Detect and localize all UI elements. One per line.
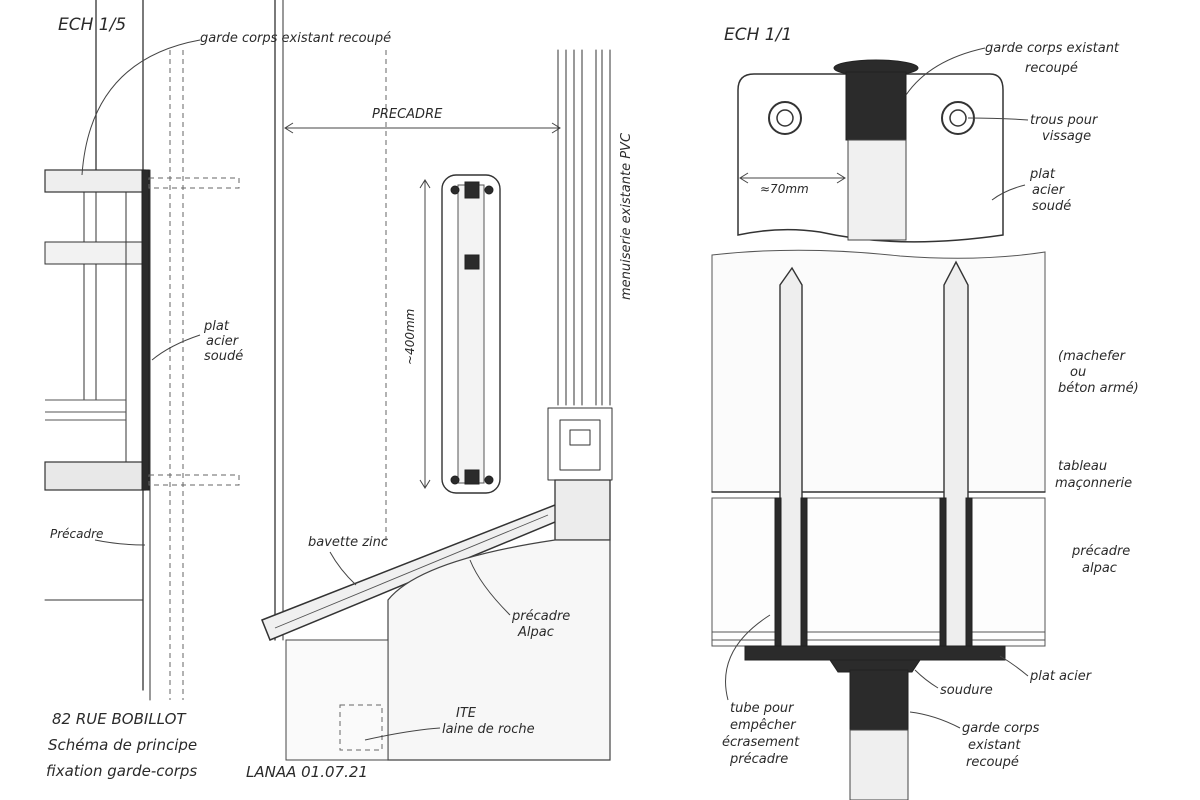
svg-text:écrasement: écrasement xyxy=(722,735,800,750)
precadre-alpac-label-left: précadre Alpac xyxy=(469,559,570,640)
svg-text:fixation garde-corps: fixation garde-corps xyxy=(46,762,197,780)
svg-text:soudé: soudé xyxy=(204,349,243,364)
svg-text:plat: plat xyxy=(203,319,230,334)
svg-text:tableau: tableau xyxy=(1058,459,1107,474)
sill-section xyxy=(261,479,611,761)
svg-text:alpac: alpac xyxy=(1082,561,1117,576)
svg-text:acier: acier xyxy=(206,334,240,349)
svg-text:plat: plat xyxy=(1029,167,1056,182)
plat-acier-label-right: plat acier xyxy=(999,655,1093,684)
scale-label-left: ECH 1/5 xyxy=(58,15,126,35)
plat-acier-soude-label: plat acier soudé xyxy=(991,167,1071,214)
window-frame-section xyxy=(44,169,240,491)
svg-text:Schéma de principe: Schéma de principe xyxy=(48,736,197,754)
dimension-400-label: ~400mm xyxy=(403,309,417,365)
ite-label: ITE laine de roche xyxy=(364,706,535,741)
scale-label-right: ECH 1/1 xyxy=(724,25,792,45)
tableau-label: tableau maçonnerie xyxy=(1055,459,1132,491)
svg-text:existant: existant xyxy=(968,738,1021,753)
svg-text:garde corps: garde corps xyxy=(962,721,1040,736)
dim-70mm-label: ≈70mm xyxy=(760,182,809,196)
svg-text:recoupé: recoupé xyxy=(1025,61,1078,76)
svg-text:soudé: soudé xyxy=(1032,199,1071,214)
svg-text:garde corps existant: garde corps existant xyxy=(985,41,1120,56)
precadre-left-label: Précadre xyxy=(50,527,103,541)
svg-text:ou: ou xyxy=(1070,365,1086,380)
tube-label: tube pour empêcher écrasement précadre xyxy=(722,614,800,767)
svg-text:tube pour: tube pour xyxy=(730,701,795,716)
svg-text:acier: acier xyxy=(1032,183,1066,198)
steel-plate-detail: ≈70mm xyxy=(737,59,1004,243)
svg-text:précadre: précadre xyxy=(729,752,788,767)
soudure-label: soudure xyxy=(914,669,993,698)
svg-text:béton armé): béton armé) xyxy=(1058,381,1139,396)
machefer-label: (machefer ou béton armé) xyxy=(1058,349,1139,396)
trous-label: trous pour vissage xyxy=(967,113,1099,144)
svg-text:82 RUE BOBILLOT: 82 RUE BOBILLOT xyxy=(52,710,187,728)
signature: LANAA 01.07.21 xyxy=(246,763,368,781)
svg-text:ITE: ITE xyxy=(456,706,477,721)
menuiserie-label: menuiserie existante PVC xyxy=(619,132,634,300)
guardrail-bar-detail: ~400mm xyxy=(403,174,501,494)
precadre-top-label: PRECADRE xyxy=(372,107,443,122)
svg-text:plat acier: plat acier xyxy=(1029,669,1093,684)
svg-text:trous pour: trous pour xyxy=(1030,113,1099,128)
svg-text:empêcher: empêcher xyxy=(730,718,797,733)
right-drawing: ECH 1/1 ≈70mm xyxy=(711,25,1139,800)
svg-text:précadre: précadre xyxy=(1071,544,1130,559)
svg-text:vissage: vissage xyxy=(1042,129,1091,144)
bavette-label: bavette zinc xyxy=(308,535,388,550)
svg-text:laine de roche: laine de roche xyxy=(442,722,535,737)
svg-text:maçonnerie: maçonnerie xyxy=(1055,476,1132,491)
garde-corps-top-label: garde corps existant recoupé xyxy=(905,41,1120,96)
plat-acier-label-left: plat acier soudé xyxy=(151,319,243,364)
pvc-window-frame: menuiserie existante PVC xyxy=(547,49,634,481)
svg-text:Alpac: Alpac xyxy=(517,625,554,640)
svg-text:précadre: précadre xyxy=(511,609,570,624)
steel-flat-bar-left xyxy=(141,169,150,491)
precadre-alpac-section xyxy=(711,497,1046,647)
garde-corps-label: garde corps existant recoupé xyxy=(200,31,391,46)
precadre-label-right: précadre alpac xyxy=(1071,544,1130,576)
garde-corps-leader xyxy=(81,39,201,176)
left-drawing: ECH 1/5 xyxy=(44,0,634,781)
svg-text:soudure: soudure xyxy=(940,683,993,698)
garde-corps-bottom-label: garde corps existant recoupé xyxy=(909,711,1040,770)
svg-text:recoupé: recoupé xyxy=(966,755,1019,770)
svg-text:(machefer: (machefer xyxy=(1058,349,1127,364)
bottom-plate-assembly xyxy=(744,645,1006,800)
title-block: 82 RUE BOBILLOT Schéma de principe fixat… xyxy=(46,710,197,780)
masonry-section xyxy=(711,249,1046,499)
precadre-dimension: PRECADRE xyxy=(284,107,561,134)
